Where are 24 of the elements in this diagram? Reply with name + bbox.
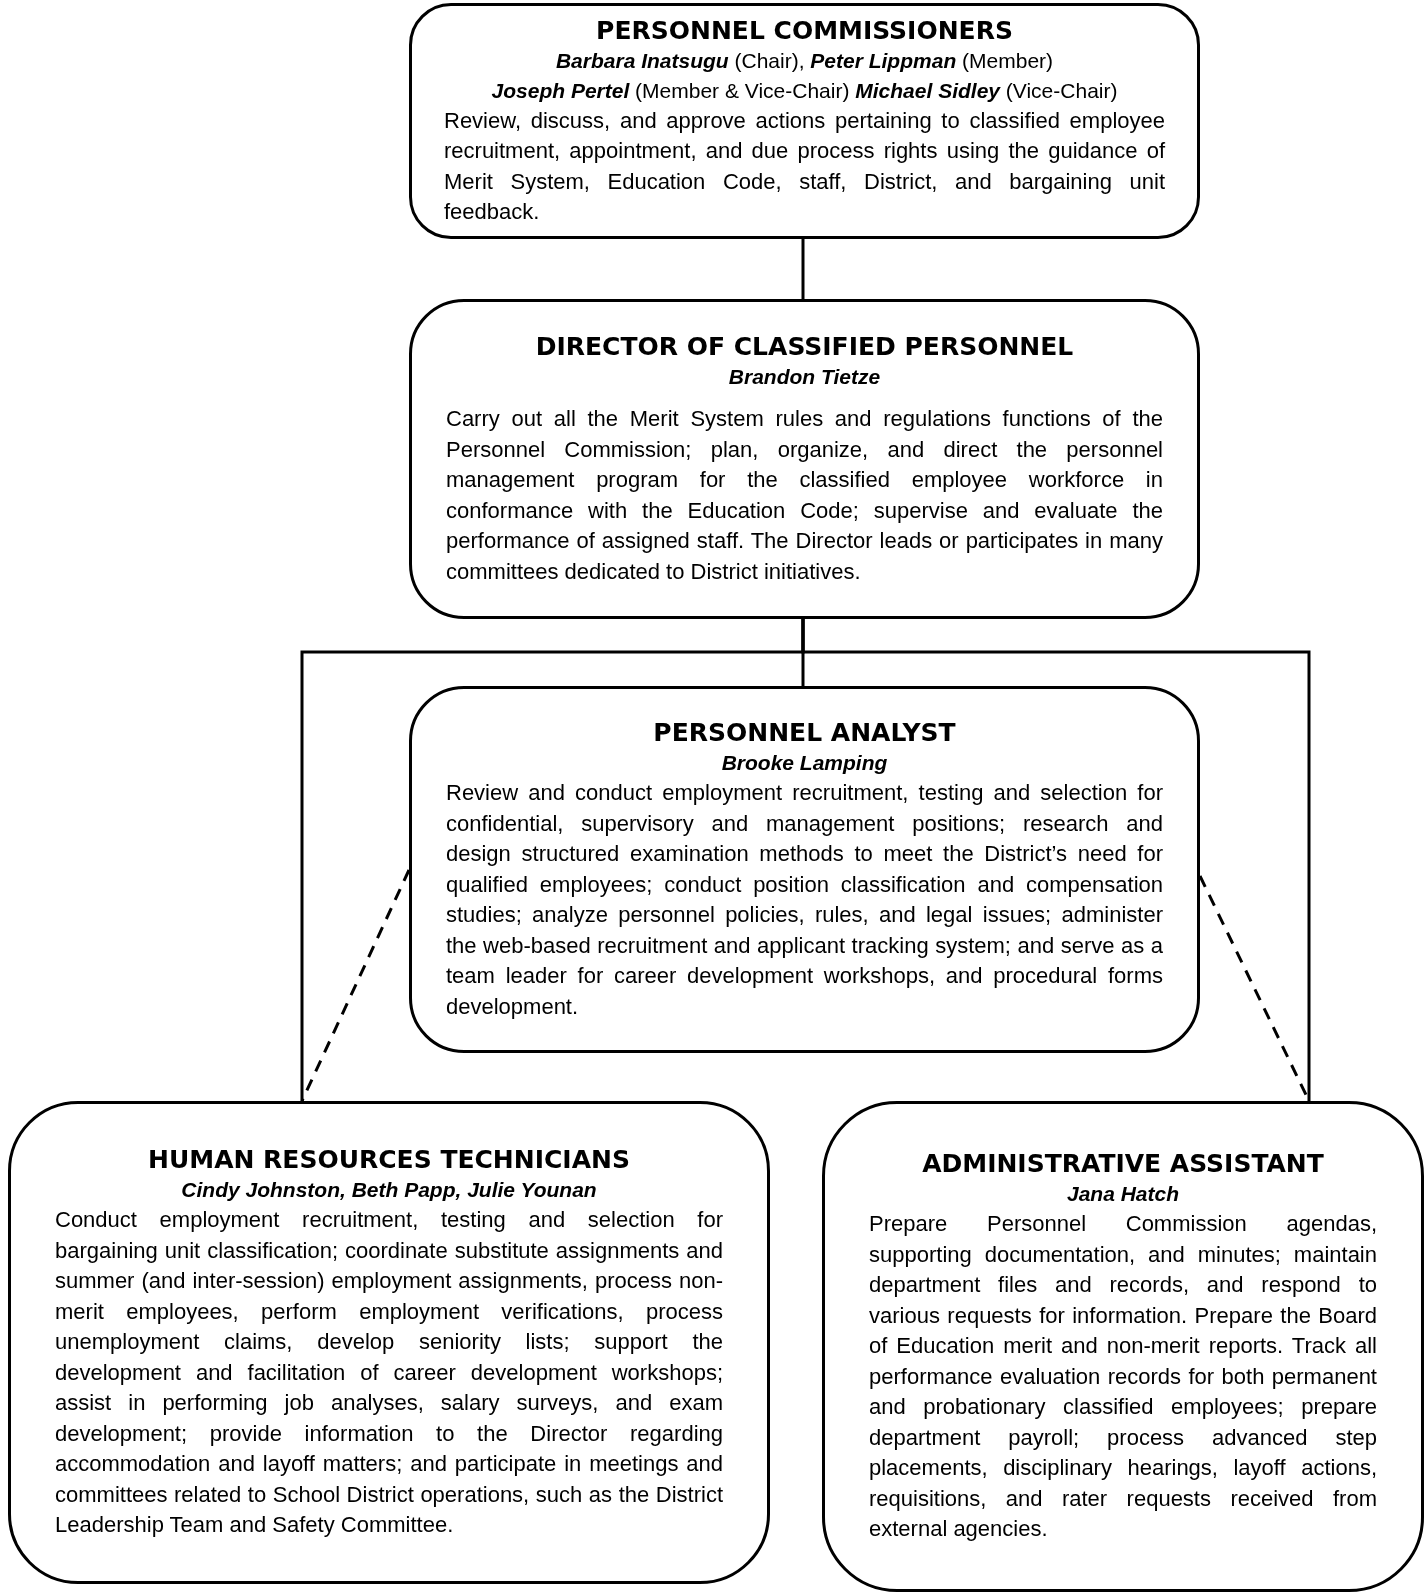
role-title: PERSONNEL COMMISSIONERS <box>595 14 1014 46</box>
staff-names: Cindy Johnston, Beth Papp, Julie Younan <box>180 1177 598 1204</box>
role-description: Review, discuss, and approve actions pertaining to classified employee recruitment, appointment, and due process rights using the guidance of Merit System, Education Code, staff, District, and bargaining unit feedback. <box>444 106 1165 226</box>
staff-names: Barbara Inatsugu (Chair), Peter Lippman (Member) <box>554 47 1055 74</box>
dashed-connector <box>300 869 411 1102</box>
staff-names: Brandon Tietze <box>727 364 882 390</box>
connector-line <box>801 619 1311 1101</box>
role-box <box>409 3 1200 239</box>
role-box <box>822 1101 1424 1592</box>
connector-line <box>801 239 805 299</box>
role-title: PERSONNEL ANALYST <box>652 717 957 748</box>
role-box <box>409 299 1200 619</box>
staff-names: Jana Hatch <box>1065 1181 1180 1208</box>
role-description: Conduct employment recruitment, testing and selection for bargaining unit classification; coordinate substitute assignments and summer (and inter-session) employment assignments, process non-merit employees, perform employment verifications, process unemployment claims, develop seniority lists; support the development and facilitation of career development workshops; assist in performing job analyses, salary surveys, and exam development; provide information to the Director regarding accommodation and layoff matters; and participate in meetings and committees related to School District operations, such as the District Leadership Team and Safety Committee. <box>55 1206 723 1540</box>
role-box <box>8 1101 770 1584</box>
role-description: Prepare Personnel Commission agendas, supporting documentation, and minutes; maintain department files and records, and respond to various requests for information. Prepare the Board of Education merit and non-merit reports. Track all performance evaluation records for both permanent and probationary classified employees; prepare department payroll; process advanced step placements, disciplinary hearings, layoff actions, requisitions, and rater requests received from external agencies. <box>869 1210 1377 1544</box>
role-title: DIRECTOR OF CLASSIFIED PERSONNEL <box>534 331 1075 362</box>
role-description: Carry out all the Merit System rules and regulations functions of the Personnel Commission; plan, organize, and direct the personnel management program for the classified employee workforce in conformance with the Education Code; supervise and evaluate the performance of assigned staff. The Director leads or participates in many committees dedicated to District initiatives. <box>446 405 1163 586</box>
role-description: Review and conduct employment recruitment, testing and selection for confidential, supervisory and management positions; research and design structured examination methods to meet the District’s need for qualified employees; conduct position classification and compensation studies; analyze personnel policies, rules, and legal issues; administer the web-based recruitment and applicant tracking system; and serve as a team leader for career development workshops, and procedural forms development. <box>446 779 1163 1021</box>
role-box <box>409 686 1200 1053</box>
role-title: HUMAN RESOURCES TECHNICIANS <box>147 1144 631 1176</box>
role-title: ADMINISTRATIVE ASSISTANT <box>921 1148 1325 1180</box>
staff-names: Brooke Lamping <box>720 750 889 776</box>
staff-names: Joseph Pertel (Member & Vice-Chair) Michael Sidley (Vice-Chair) <box>490 77 1119 104</box>
